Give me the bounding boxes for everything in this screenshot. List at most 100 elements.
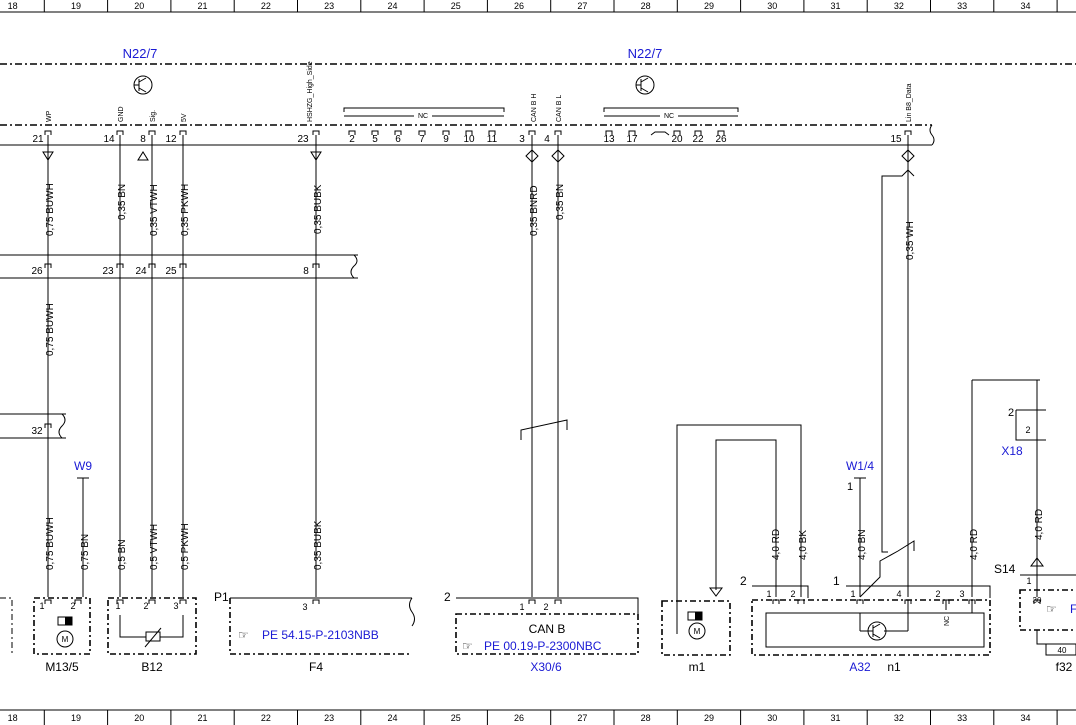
pin-number: 2 xyxy=(1008,407,1014,419)
pin-number: 10 xyxy=(463,134,475,145)
signal-label: CAN B L xyxy=(556,95,563,122)
pin-number: 2 xyxy=(543,602,548,612)
pin-number: 4 xyxy=(896,589,901,599)
pin-stub xyxy=(74,599,82,604)
pin-number: 2 xyxy=(143,601,148,611)
wires xyxy=(47,135,915,597)
grid-column-label: 19 xyxy=(71,713,81,723)
pin-stub xyxy=(942,599,950,604)
pin-number: 1 xyxy=(847,481,853,493)
pin-number: 8 xyxy=(140,134,146,145)
wire-label: 0,75 BUWH xyxy=(45,183,56,236)
wire-label: 0,5 VTWH xyxy=(149,524,160,570)
pin-number: 25 xyxy=(165,266,177,277)
grid-column-label: 25 xyxy=(451,713,461,723)
pin-number: 7 xyxy=(419,134,425,145)
connector-label: 1 xyxy=(833,574,840,588)
pin-number: 9 xyxy=(443,134,449,145)
reference-link[interactable]: PE 54.15-P-2103NBB xyxy=(262,628,379,642)
grid-column-label: 18 xyxy=(8,1,18,11)
bus-label: CAN B xyxy=(529,622,566,636)
component-x30-6: 2 1 2 CAN B ☞ PE 00.19-P-2300NBC X30/6 xyxy=(444,590,639,674)
pin-stub xyxy=(312,130,320,135)
signal-label: 5V xyxy=(181,113,188,122)
pin-stub xyxy=(44,599,52,604)
component-label: M13/5 xyxy=(45,660,79,674)
break-mark xyxy=(929,124,935,146)
pin-stub xyxy=(528,130,536,135)
transistor-icon xyxy=(866,621,887,641)
pin-stub xyxy=(904,130,912,135)
signal-label: CAN B H xyxy=(531,94,538,122)
grid-column-label: 27 xyxy=(577,713,587,723)
grid-column-label: 25 xyxy=(451,1,461,11)
wire-label: 4,0 RD xyxy=(1034,509,1045,540)
wire-label: 0,5 PKWH xyxy=(180,523,191,570)
pin-number: 2 xyxy=(349,134,355,145)
reference-hand-icon: ☞ xyxy=(1046,602,1057,616)
wire-label: 4,0 BK xyxy=(798,530,809,560)
grid-column-label: 34 xyxy=(1020,1,1030,11)
pin-stub xyxy=(348,130,356,135)
reference-link[interactable]: F xyxy=(1070,602,1076,616)
nc-pin-group-1: NC 2 5 6 7 9 10 11 xyxy=(343,107,505,145)
pin-stub xyxy=(628,130,636,135)
connector-label: 2 xyxy=(444,590,451,604)
component-label: m1 xyxy=(689,660,706,674)
grid-column-label: 29 xyxy=(704,1,714,11)
pin-stub xyxy=(605,130,613,135)
pin-stub xyxy=(717,130,725,135)
pin-stub xyxy=(418,130,426,135)
wire-label: 0,35 BN xyxy=(555,184,566,220)
connector-label: 2 xyxy=(740,574,747,588)
svg-text:M: M xyxy=(694,627,701,636)
pin-number: 17 xyxy=(626,134,638,145)
wire-label: 0,35 BNRD xyxy=(529,185,540,236)
pin-stub xyxy=(44,130,52,135)
nc-label: NC xyxy=(664,113,674,120)
pin-stub xyxy=(371,130,379,135)
pin-number: 4 xyxy=(544,134,550,145)
connector-label: X18 xyxy=(1001,444,1023,458)
pin-number: 32 xyxy=(31,426,43,437)
connector-label: P1 xyxy=(214,590,229,604)
ground-point-w9: W9 xyxy=(74,459,92,473)
component-m1: M m1 xyxy=(661,424,802,674)
grid-column-label: 31 xyxy=(831,1,841,11)
reference-link[interactable]: PE 00.19-P-2300NBC xyxy=(484,639,602,653)
pin-number: 26 xyxy=(715,134,727,145)
pin-stub xyxy=(528,599,536,604)
grid-column-label: 32 xyxy=(894,713,904,723)
grid-column-label: 23 xyxy=(324,713,334,723)
pin-number: 3 xyxy=(519,134,525,145)
component-label: F4 xyxy=(309,660,323,674)
signal-label: Sig. xyxy=(150,110,157,122)
wire-label: 0,35 PKWH xyxy=(180,184,191,236)
grid-column-label: 19 xyxy=(71,1,81,11)
pin-number: 2 xyxy=(70,601,75,611)
pin-stub xyxy=(116,599,124,604)
pin-number: 2 xyxy=(1025,425,1030,435)
grid-column-label: 18 xyxy=(8,713,18,723)
transistor-icon xyxy=(133,75,153,95)
component-f4: P1 3 ☞ PE 54.15-P-2103NBB F4 xyxy=(214,590,415,674)
pin-number: 3 xyxy=(173,601,178,611)
connector-x18: 2 2 X18 xyxy=(1001,380,1046,597)
wire-label: 0,5 BN xyxy=(117,539,128,570)
pin-stub xyxy=(442,130,450,135)
grid-column-label: 22 xyxy=(261,1,271,11)
wire-label: 0,35 VTWH xyxy=(149,184,160,236)
wire-label: 4,0 BN xyxy=(857,529,868,560)
pin-stub xyxy=(797,599,805,604)
grid-column-label: 21 xyxy=(198,1,208,11)
wire-label: 0,75 BN xyxy=(80,534,91,570)
connector-label-n22-7-left: N22/7 xyxy=(123,46,158,61)
grid-column-label: 29 xyxy=(704,713,714,723)
motor-icon xyxy=(688,622,706,640)
pin-stubs xyxy=(44,599,1041,604)
pin-stub xyxy=(673,130,681,135)
pin-number: 1 xyxy=(115,601,120,611)
pin-stub xyxy=(554,130,562,135)
